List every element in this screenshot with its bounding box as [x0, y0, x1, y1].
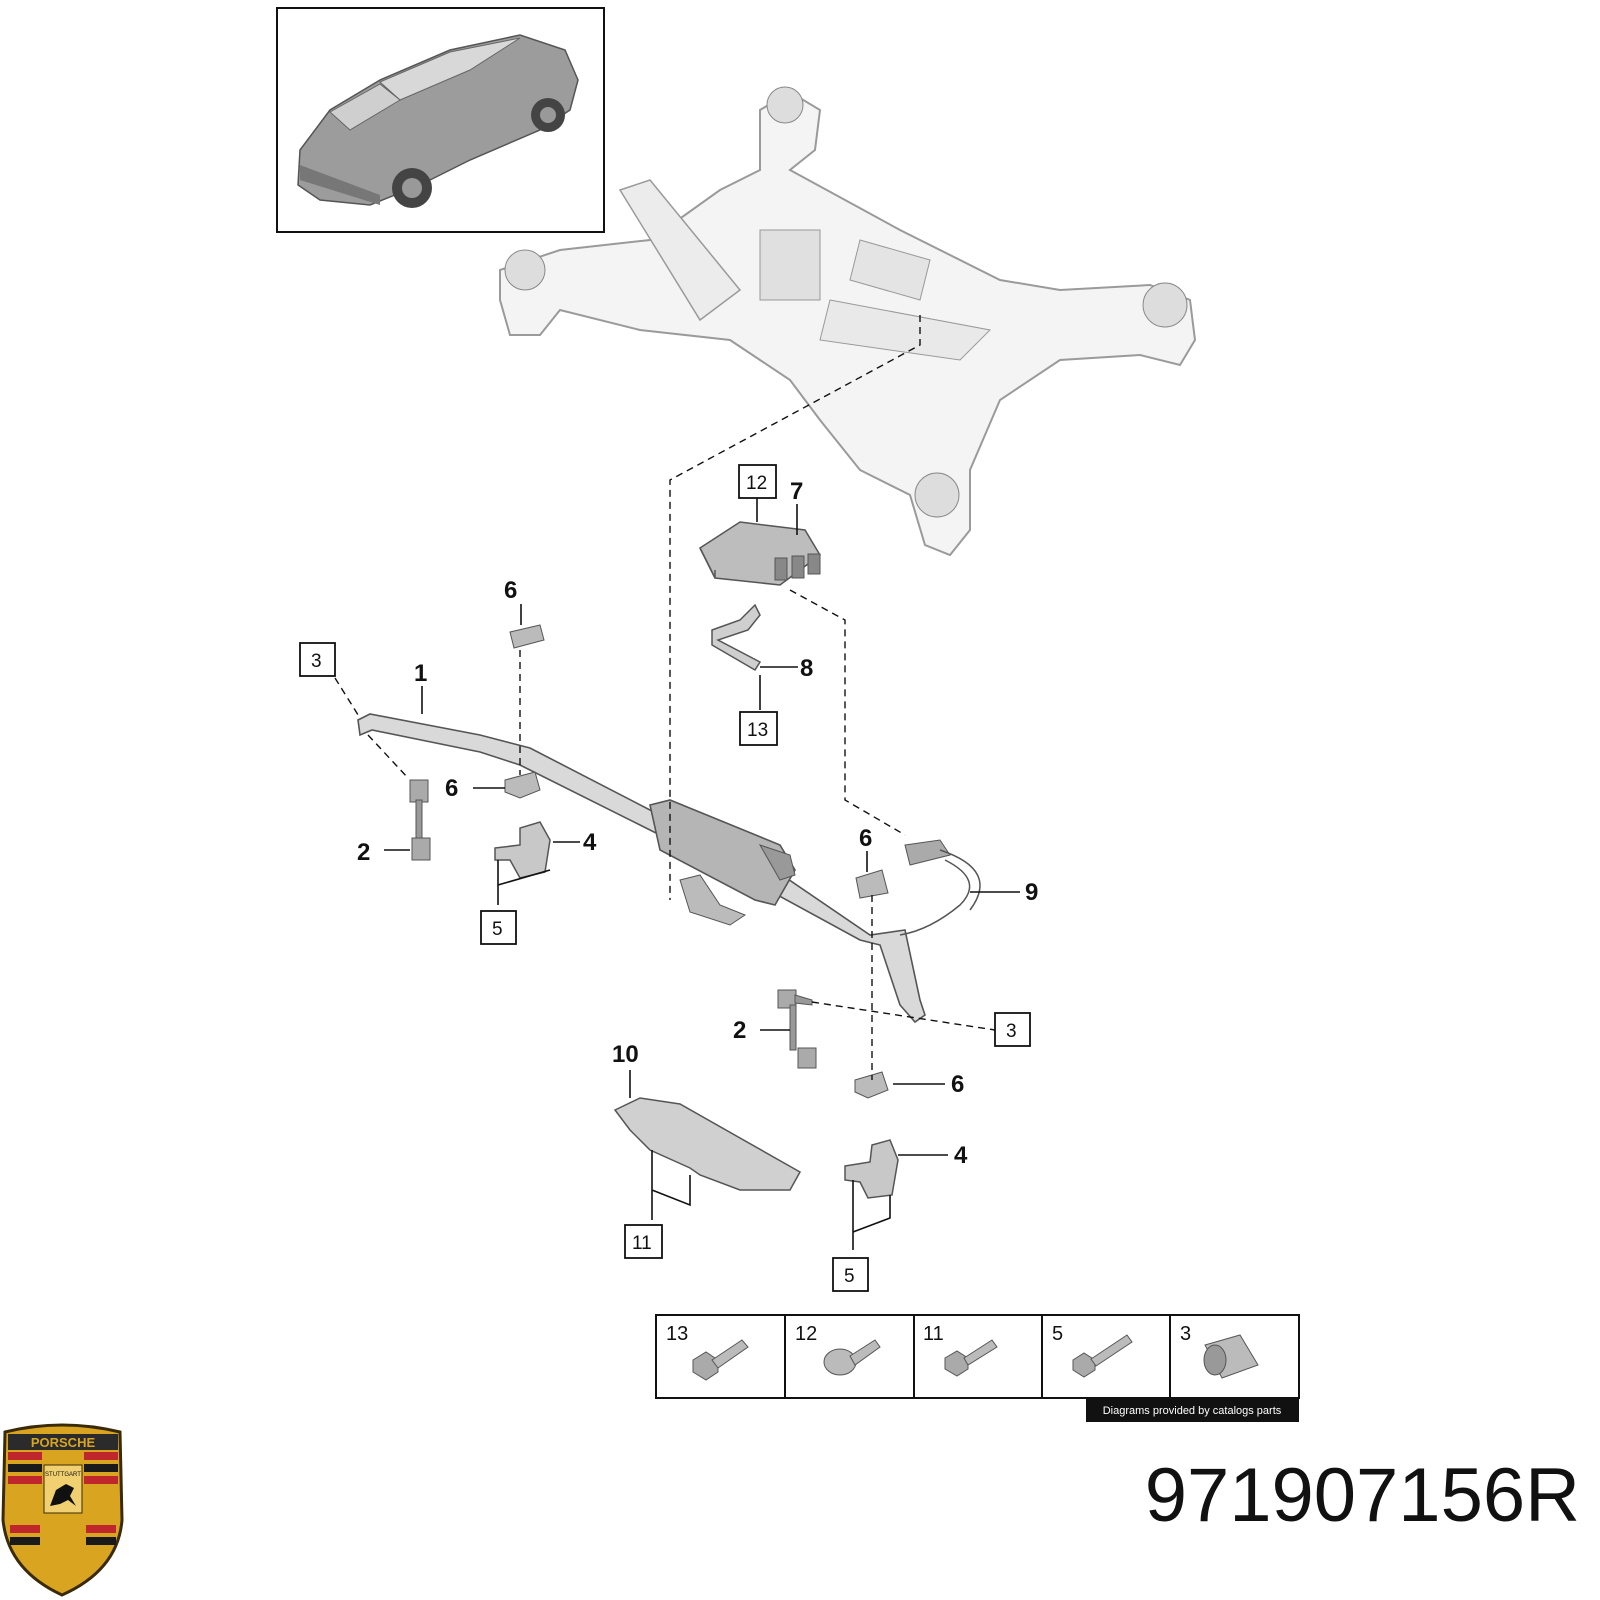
bracket-part [711, 603, 762, 672]
control-unit-part [699, 521, 821, 586]
callout-7: 7 [790, 478, 803, 505]
fastener-cell-12: 12 [795, 1323, 881, 1376]
callout-4-right: 4 [954, 1142, 968, 1169]
coupling-rod-right [777, 989, 817, 1069]
fastener-cell-13: 13 [666, 1323, 749, 1381]
boxed-ref-12: 12 [738, 464, 777, 499]
callout-6-top-left: 6 [504, 577, 517, 604]
callout-2-right: 2 [733, 1017, 746, 1044]
coupling-rod-left [409, 779, 431, 861]
heat-shield-part [613, 1097, 802, 1191]
rubber-bushing-mid-right [855, 869, 889, 899]
boxed-ref-3-top: 3 [299, 642, 336, 677]
rubber-bushing-bottom-right [854, 1071, 889, 1099]
svg-text:PORSCHE: PORSCHE [31, 1435, 96, 1450]
svg-text:13: 13 [747, 720, 768, 741]
svg-text:5: 5 [1052, 1323, 1063, 1345]
svg-text:3: 3 [311, 651, 322, 672]
callout-4-left: 4 [583, 829, 597, 856]
svg-text:12: 12 [746, 473, 767, 494]
boxed-ref-13: 13 [739, 711, 778, 746]
rear-subframe [499, 86, 1197, 557]
vehicle-thumbnail [276, 7, 605, 233]
svg-text:3: 3 [1180, 1323, 1191, 1345]
svg-text:13: 13 [666, 1323, 688, 1345]
svg-text:11: 11 [632, 1233, 652, 1254]
callout-8: 8 [800, 655, 813, 682]
fastener-table: 13 12 11 5 3 Diagrams provided by catalo… [655, 1314, 1300, 1422]
svg-text:12: 12 [795, 1323, 817, 1345]
svg-text:3: 3 [1006, 1021, 1017, 1042]
boxed-ref-3-right: 3 [994, 1012, 1031, 1047]
stabilizer-bracket-left [494, 821, 551, 879]
assembly-lines [334, 315, 996, 1080]
boxed-ref-5-left: 5 [480, 910, 517, 945]
callout-2-left: 2 [357, 839, 370, 866]
rubber-bushing-top-left [509, 624, 545, 649]
part-number: 971907156R [1144, 1453, 1580, 1538]
callout-6-bottom-right: 6 [951, 1071, 964, 1098]
callout-10: 10 [612, 1041, 639, 1068]
callout-1: 1 [414, 660, 427, 687]
boxed-ref-5-right: 5 [832, 1257, 869, 1292]
svg-text:5: 5 [492, 919, 503, 940]
fastener-cell-3: 3 [1180, 1323, 1259, 1379]
credit-banner: Diagrams provided by catalogs parts [1086, 1397, 1299, 1422]
svg-text:11: 11 [923, 1323, 944, 1345]
callout-9: 9 [1025, 879, 1038, 906]
rubber-bushing-mid-left [504, 771, 541, 799]
stabilizer-bar-part [357, 713, 926, 1024]
svg-text:5: 5 [844, 1266, 855, 1287]
wire-harness-part [899, 839, 981, 936]
svg-text:STUTTGART: STUTTGART [45, 1472, 81, 1478]
callout-6-mid-left: 6 [445, 775, 458, 802]
fastener-cell-11: 11 [923, 1323, 998, 1377]
fastener-cell-5: 5 [1052, 1323, 1133, 1378]
porsche-crest-logo: PORSCHE STUTTGART [1, 1423, 124, 1597]
svg-text:Diagrams provided by catalogs: Diagrams provided by catalogs parts [1103, 1405, 1282, 1417]
leader-lines [384, 498, 1020, 1250]
callout-6-mid-right: 6 [859, 825, 872, 852]
boxed-ref-11: 11 [624, 1224, 663, 1259]
